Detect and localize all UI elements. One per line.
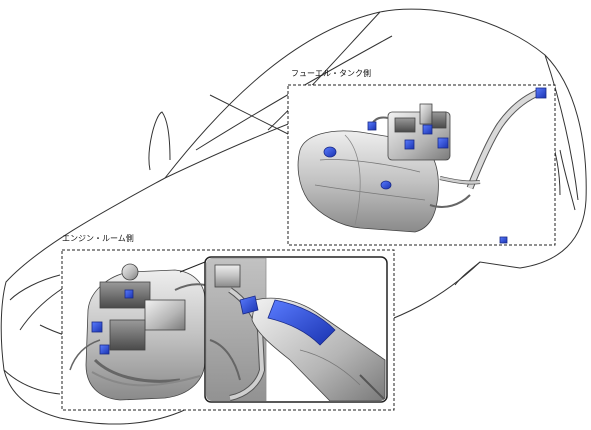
- engine-assembly: [69, 263, 206, 401]
- fuel-tank-side-label: フューエル・タンク側: [291, 69, 371, 78]
- engine-room-side-label: エンジン・ルーム側: [62, 234, 134, 243]
- connector-line: [179, 261, 206, 273]
- detail-inset: [204, 256, 388, 403]
- fuel-tank-assembly: [297, 87, 547, 244]
